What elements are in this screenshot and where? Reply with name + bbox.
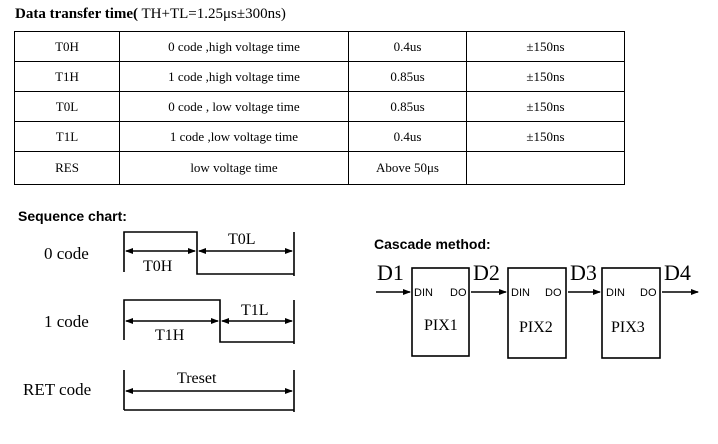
table-cell: ±150ns (466, 121, 625, 152)
code0-label: 0 code (44, 244, 89, 263)
table-cell: 1 code ,high voltage time (119, 61, 349, 92)
pix3-label: PIX3 (611, 319, 645, 336)
page-title: Data transfer time( TH+TL=1.25μs±300ns) (15, 6, 286, 23)
table-cell: 0 code , low voltage time (119, 91, 349, 122)
table-row: RES low voltage time Above 50μs (14, 151, 625, 185)
pix1-din: DIN (414, 287, 433, 299)
table-row: T1H 1 code ,high voltage time 0.85us ±15… (14, 61, 625, 92)
pix2-do: DO (545, 287, 562, 299)
t1l-label: T1L (241, 302, 269, 319)
table-cell: Above 50μs (348, 151, 467, 185)
ret-label: RET code (23, 380, 92, 399)
t0l-label: T0L (228, 231, 256, 248)
code1-label: 1 code (44, 312, 89, 331)
title-formula: TH+TL=1.25μs±300ns) (138, 6, 286, 22)
node-d3: D3 (570, 260, 597, 285)
table-cell: RES (14, 151, 120, 185)
code0-waveform (123, 231, 294, 275)
pix1-label: PIX1 (424, 317, 458, 334)
pix2-din: DIN (511, 287, 530, 299)
pix2-block (507, 267, 567, 359)
timing-table: T0H 0 code ,high voltage time 0.4us ±150… (14, 31, 625, 185)
pix1-do: DO (450, 287, 467, 299)
table-cell: T1H (14, 61, 120, 92)
treset-label: Treset (177, 370, 217, 387)
table-cell: ±150ns (466, 31, 625, 62)
t0h-label: T0H (143, 258, 173, 275)
node-d4: D4 (664, 260, 691, 285)
table-cell: ±150ns (466, 61, 625, 92)
cascade-heading: Cascade method: (374, 236, 491, 252)
pix3-block (601, 267, 661, 359)
table-cell: 1 code ,low voltage time (119, 121, 349, 152)
t1h-label: T1H (155, 327, 185, 344)
table-cell: low voltage time (119, 151, 349, 185)
node-d2: D2 (473, 260, 500, 285)
pix3-do: DO (640, 287, 657, 299)
pix1-block (411, 267, 470, 357)
sequence-heading: Sequence chart: (18, 208, 127, 224)
table-row: T0H 0 code ,high voltage time 0.4us ±150… (14, 31, 625, 62)
table-cell (466, 151, 625, 185)
node-d1: D1 (377, 260, 404, 285)
table-row: T1L 1 code ,low voltage time 0.4us ±150n… (14, 121, 625, 152)
table-cell: 0.85us (348, 61, 467, 92)
title-bold: Data transfer time( (15, 6, 139, 22)
pix2-label: PIX2 (519, 319, 553, 336)
code1-waveform (123, 299, 294, 343)
pix3-din: DIN (606, 287, 625, 299)
table-cell: T1L (14, 121, 120, 152)
